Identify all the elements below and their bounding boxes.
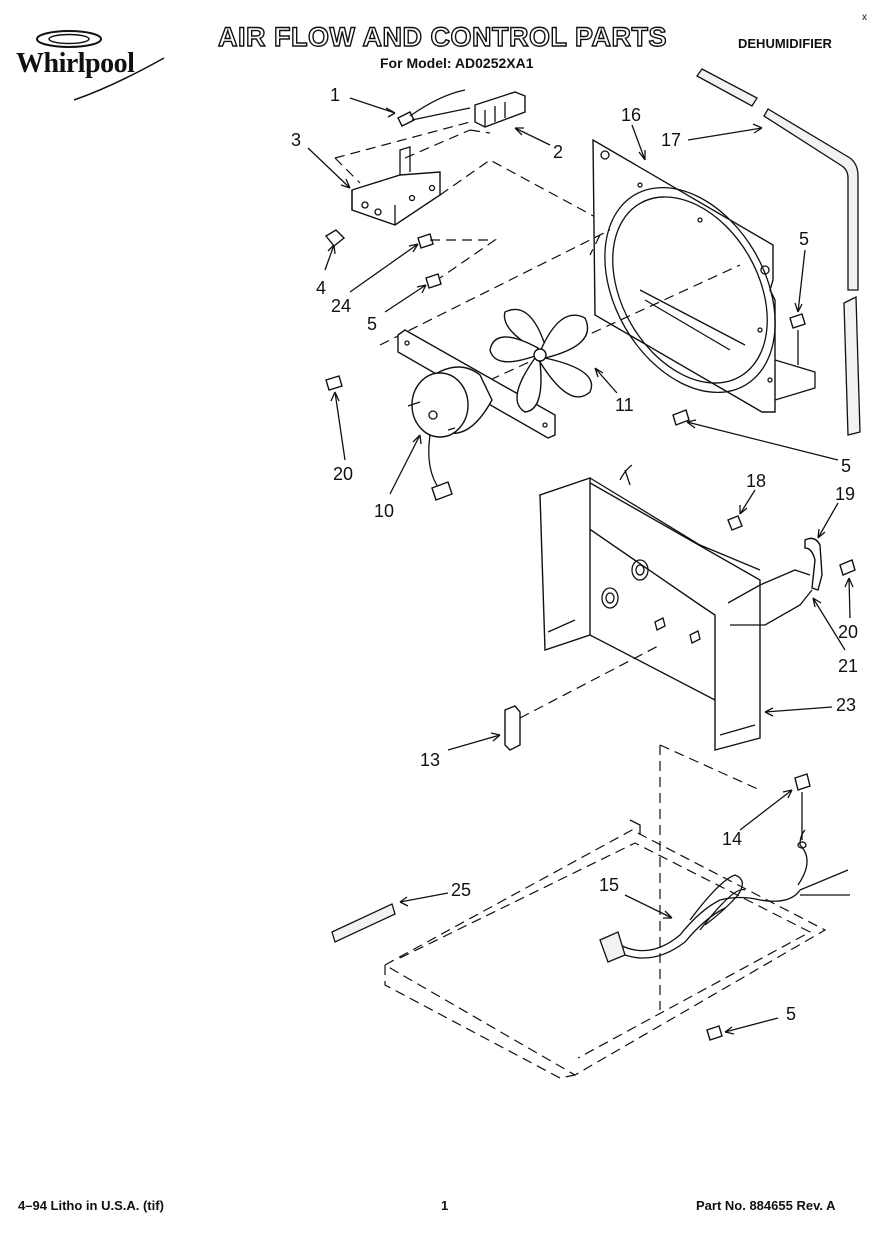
part-5-screw-d bbox=[706, 1025, 723, 1041]
part-5-screw-b bbox=[789, 313, 806, 329]
part-2-terminal-block bbox=[474, 91, 526, 128]
product-category: DEHUMIDIFIER bbox=[738, 36, 832, 51]
part-17-seal-vertical bbox=[843, 295, 861, 436]
callout-17: 17 bbox=[661, 130, 681, 150]
part-25-insulator bbox=[331, 903, 396, 943]
model-line: For Model: AD0252XA1 bbox=[380, 55, 534, 71]
part-15-power-plug bbox=[599, 931, 626, 963]
callout-20-a: 20 bbox=[333, 464, 353, 484]
callout-5-b: 5 bbox=[799, 229, 809, 249]
callout-24: 24 bbox=[331, 296, 351, 316]
logo-underline-icon bbox=[73, 57, 165, 101]
callout-14: 14 bbox=[722, 829, 742, 849]
part-20-screw-b bbox=[839, 559, 856, 576]
control-bracket-assembly bbox=[324, 89, 611, 289]
part-13-switch bbox=[504, 705, 521, 751]
logo-swirl-icon bbox=[36, 30, 102, 48]
page-title: AIR FLOW AND CONTROL PARTS bbox=[217, 21, 667, 52]
callout-20-b: 20 bbox=[838, 622, 858, 642]
part-24-screw bbox=[417, 233, 434, 249]
callout-numbers: 1 2 3 4 24 5 16 17 5 20 10 11 5 18 19 20… bbox=[291, 85, 858, 1024]
part-14-screw bbox=[794, 773, 811, 791]
callout-5-a: 5 bbox=[367, 314, 377, 334]
part-5-screw-a bbox=[425, 273, 442, 289]
callout-1: 1 bbox=[330, 85, 340, 105]
part-16-fan-shroud bbox=[592, 138, 776, 413]
callout-2: 2 bbox=[553, 142, 563, 162]
fan-shroud-assembly bbox=[592, 68, 861, 436]
callout-leaders bbox=[307, 97, 854, 1035]
part-3-bracket bbox=[351, 171, 441, 226]
part-4-clip bbox=[324, 229, 346, 247]
control-housing-assembly bbox=[504, 464, 856, 1010]
callout-5-d: 5 bbox=[786, 1004, 796, 1024]
part-18-nut bbox=[727, 515, 743, 531]
base-pan-assembly bbox=[331, 773, 850, 1079]
callout-5-c: 5 bbox=[841, 456, 851, 476]
part-17-seal-long bbox=[763, 108, 859, 291]
callout-10: 10 bbox=[374, 501, 394, 521]
callout-21: 21 bbox=[838, 656, 858, 676]
part-20-screw-a bbox=[325, 375, 343, 391]
brand-name: Whirlpool bbox=[16, 48, 135, 79]
callout-11: 11 bbox=[615, 395, 634, 415]
callout-3: 3 bbox=[291, 130, 301, 150]
callout-25: 25 bbox=[451, 880, 471, 900]
callout-23: 23 bbox=[836, 695, 856, 715]
whirlpool-logo: Whirlpool bbox=[14, 28, 184, 108]
footer-litho: 4–94 Litho in U.S.A. (tif) bbox=[18, 1198, 164, 1213]
callout-18: 18 bbox=[746, 471, 766, 491]
callout-15: 15 bbox=[599, 875, 619, 895]
footer-part-number: Part No. 884655 Rev. A bbox=[696, 1198, 836, 1213]
part-17-seal-short bbox=[696, 68, 758, 107]
part-19-clip bbox=[804, 537, 823, 591]
footer-page-number: 1 bbox=[441, 1198, 449, 1213]
callout-4: 4 bbox=[316, 278, 326, 298]
part-11-fan-blade bbox=[489, 308, 593, 413]
callout-16: 16 bbox=[621, 105, 641, 125]
fan-motor-assembly bbox=[325, 229, 741, 501]
motor-connector bbox=[431, 481, 453, 501]
callout-13: 13 bbox=[420, 750, 440, 770]
corner-mark: x bbox=[862, 12, 867, 23]
callout-19: 19 bbox=[835, 484, 855, 504]
part-5-screw-c bbox=[672, 409, 690, 426]
